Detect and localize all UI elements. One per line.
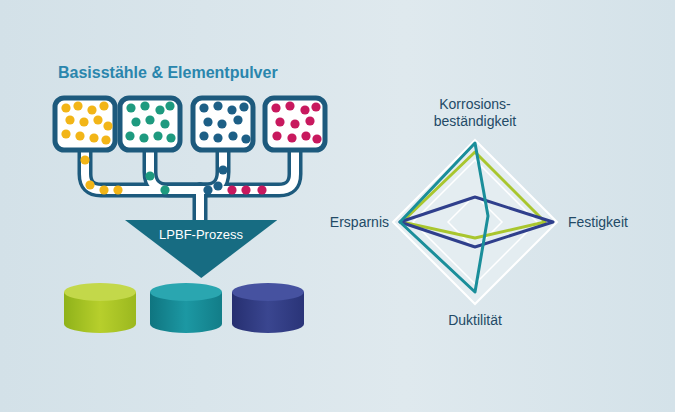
powder-particle [312, 134, 321, 143]
powder-particle [93, 115, 102, 124]
powder-particle [257, 185, 266, 194]
powder-particle [126, 103, 135, 112]
powder-particle [217, 119, 226, 128]
powder-particle [103, 121, 112, 130]
powder-manifold [85, 146, 295, 222]
powder-particle [213, 133, 222, 142]
powder-particle [301, 131, 310, 140]
powder-particle [213, 101, 222, 110]
powder-particle [125, 131, 134, 140]
powder-particle [241, 134, 250, 143]
powder-particle [290, 119, 299, 128]
powder-particle [165, 101, 174, 110]
powder-particle [203, 117, 212, 126]
powder-particle [199, 131, 208, 140]
powder-particle [228, 131, 237, 140]
powder-particle [239, 102, 248, 111]
axis-label: Ersparnis [330, 214, 389, 231]
powder-particle [227, 185, 236, 194]
powder-particle [285, 101, 294, 110]
powder-particle [145, 115, 154, 124]
powder-particle [160, 119, 169, 128]
radar-chart [393, 140, 557, 304]
powder-particle [271, 103, 280, 112]
powder-particle [145, 171, 154, 180]
powder-particle [61, 129, 70, 138]
powder-particle [272, 131, 281, 140]
powder-particle [61, 103, 70, 112]
powder-particle [311, 102, 320, 111]
powder-container [55, 98, 325, 150]
powder-particle [131, 117, 140, 126]
powder-particle [241, 185, 250, 194]
axis-label: Festigkeit [568, 214, 628, 231]
powder-particle [99, 185, 108, 194]
powder-particle [233, 115, 242, 124]
steel-samples [64, 283, 304, 333]
powder-particles [61, 101, 321, 194]
powder-particle [227, 105, 236, 114]
powder-particle [275, 117, 284, 126]
powder-particle [139, 133, 148, 142]
powder-particle [203, 185, 212, 194]
powder-particle [87, 105, 96, 114]
powder-particle [287, 133, 296, 142]
powder-particle [85, 180, 94, 189]
powder-particle [140, 101, 149, 110]
powder-particle [218, 165, 227, 174]
powder-particle [300, 105, 309, 114]
process-label: LPBF-Prozess [125, 220, 277, 242]
title: Basisstähle & Elementpulver [58, 64, 278, 82]
powder-particle [160, 185, 169, 194]
powder-particle [113, 185, 122, 194]
powder-particle [80, 155, 89, 164]
powder-particle [73, 101, 82, 110]
powder-particle [99, 101, 108, 110]
axis-label: Duktilität [448, 312, 502, 329]
powder-particle [199, 103, 208, 112]
powder-particle [166, 133, 175, 142]
powder-particle [305, 116, 314, 125]
powder-particle [65, 115, 74, 124]
powder-particle [155, 105, 164, 114]
powder-particle [101, 135, 110, 144]
process-triangle: LPBF-Prozess [125, 220, 277, 278]
axis-label: Korrosions- beständigkeit [419, 96, 531, 130]
triangle-shape [125, 220, 277, 278]
powder-particle [89, 133, 98, 142]
powder-particle [153, 131, 162, 140]
powder-particle [79, 117, 88, 126]
powder-particle [75, 131, 84, 140]
powder-particle [213, 181, 222, 190]
